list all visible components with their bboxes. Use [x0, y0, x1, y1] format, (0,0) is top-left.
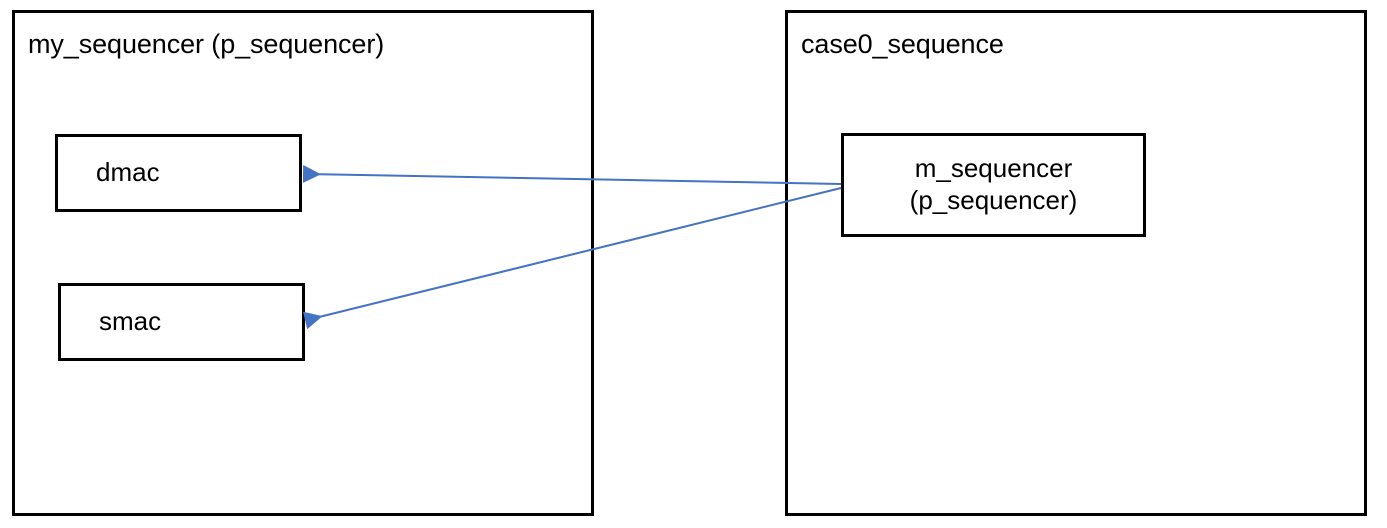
node-smac[interactable]: smac — [58, 283, 305, 361]
container-my-sequencer[interactable] — [12, 10, 594, 516]
container-title-my-sequencer: my_sequencer (p_sequencer) — [28, 29, 385, 59]
node-m-sequencer[interactable]: m_sequencer (p_sequencer) — [841, 133, 1146, 237]
container-case0-sequence[interactable] — [785, 10, 1367, 516]
node-dmac[interactable]: dmac — [55, 134, 302, 212]
container-title-case0-sequence: case0_sequence — [801, 29, 1004, 59]
node-m-sequencer-label: m_sequencer (p_sequencer) — [909, 153, 1078, 215]
node-smac-label: smac — [99, 306, 162, 337]
node-dmac-label: dmac — [96, 157, 160, 188]
